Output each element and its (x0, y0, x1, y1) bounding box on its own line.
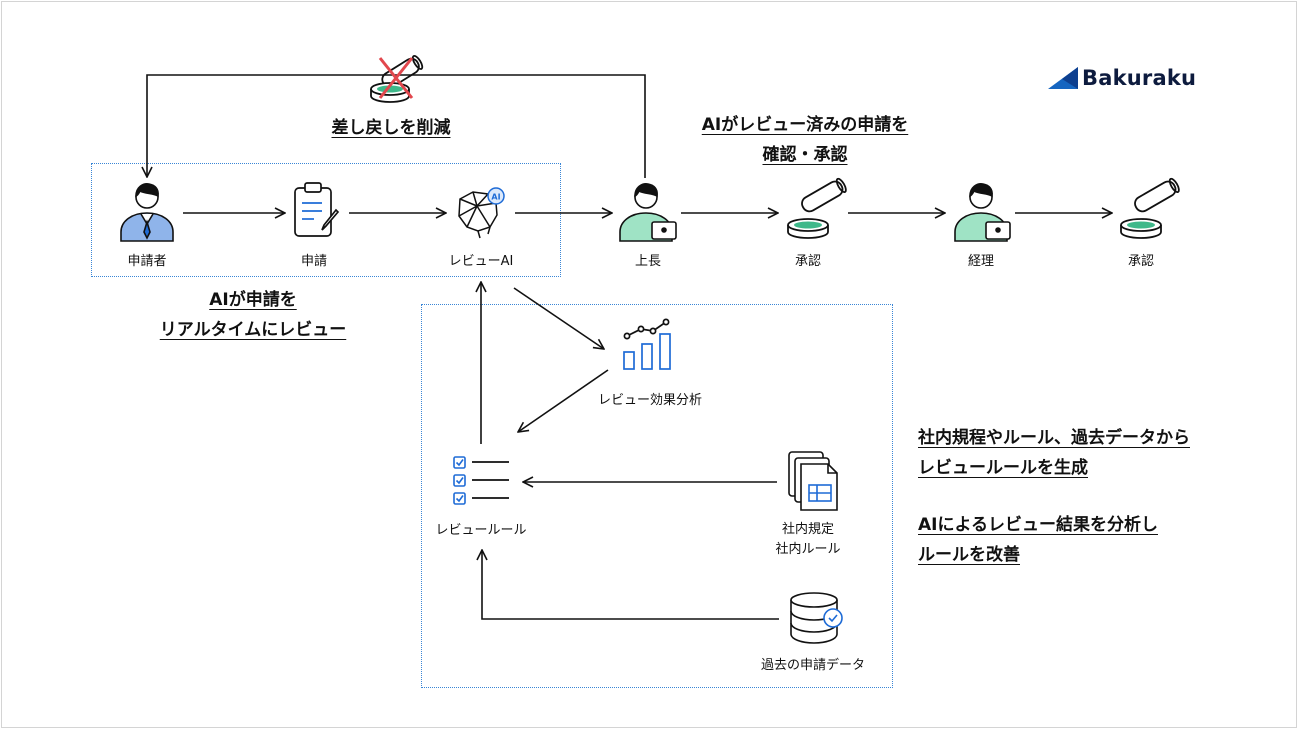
review-confirm-line-2: 確認・承認 (762, 145, 848, 165)
callout-improve-rules: AIによるレビュー結果を分析し ルールを改善 (918, 510, 1158, 570)
stamp-crossed-icon (370, 54, 424, 103)
checklist-icon (453, 456, 509, 505)
ai-badge-text: AI (491, 193, 500, 202)
bar-chart-icon (623, 318, 671, 370)
node-label-review-rules: レビュールール (435, 523, 527, 538)
callout-generate-rules: 社内規程やルール、過去データから レビュールールを生成 (918, 423, 1190, 483)
arrow-ai-to-analysis (513, 287, 604, 349)
node-label-internal-rules: 社内規定 社内ルール (775, 520, 840, 560)
node-label-applicant: 申請者 (127, 254, 167, 269)
node-label-supervisor: 上長 (634, 254, 662, 269)
realtime-review-line-2: リアルタイムにレビュー (159, 320, 347, 340)
internal-rules-line-1: 社内規定 (781, 522, 835, 537)
internal-rules-line-2: 社内ルール (775, 542, 841, 557)
generate-rules-line-1: 社内規程やルール、過去データから (918, 428, 1190, 448)
database-icon (790, 592, 843, 644)
brand-name: Bakuraku (1082, 66, 1197, 90)
clipboard-icon (294, 182, 340, 237)
accounting-laptop-icon (954, 183, 1011, 242)
callout-realtime-review: AIが申請を リアルタイムにレビュー (160, 285, 347, 345)
bakuraku-logo-icon (1048, 67, 1078, 89)
realtime-review-line-1: AIが申請を (209, 290, 297, 310)
node-label-approval-2: 承認 (1127, 254, 1155, 269)
documents-icon (788, 451, 838, 511)
node-label-review-ai: レビューAI (448, 254, 514, 269)
ai-brain-icon (458, 187, 505, 239)
node-label-approval-1: 承認 (794, 254, 822, 269)
callout-reduce-returns: 差し戻しを削減 (331, 118, 451, 138)
node-label-accounting: 経理 (967, 254, 995, 269)
review-confirm-line-1: AIがレビュー済みの申請を (701, 115, 909, 135)
improve-rules-line-1: AIによるレビュー結果を分析し (918, 515, 1158, 535)
callout-review-confirm: AIがレビュー済みの申請を 確認・承認 (702, 110, 908, 170)
improve-rules-line-2: ルールを改善 (918, 545, 1020, 565)
arrow-past-data-to-rules (482, 550, 779, 620)
arrow-analysis-to-rules (518, 369, 609, 432)
generate-rules-line-2: レビュールールを生成 (918, 458, 1088, 478)
node-label-past-data: 過去の申請データ (760, 658, 866, 673)
stamp-icon-approval-1 (787, 177, 847, 239)
node-label-application: 申請 (300, 254, 328, 269)
rule-learning-group (421, 304, 893, 688)
node-label-review-analysis: レビュー効果分析 (597, 393, 703, 408)
realtime-review-group (91, 163, 561, 277)
applicant-person-icon (120, 183, 174, 242)
return-loop-connector (147, 74, 646, 178)
stamp-icon-approval-2 (1120, 177, 1180, 239)
supervisor-laptop-icon (619, 183, 677, 242)
